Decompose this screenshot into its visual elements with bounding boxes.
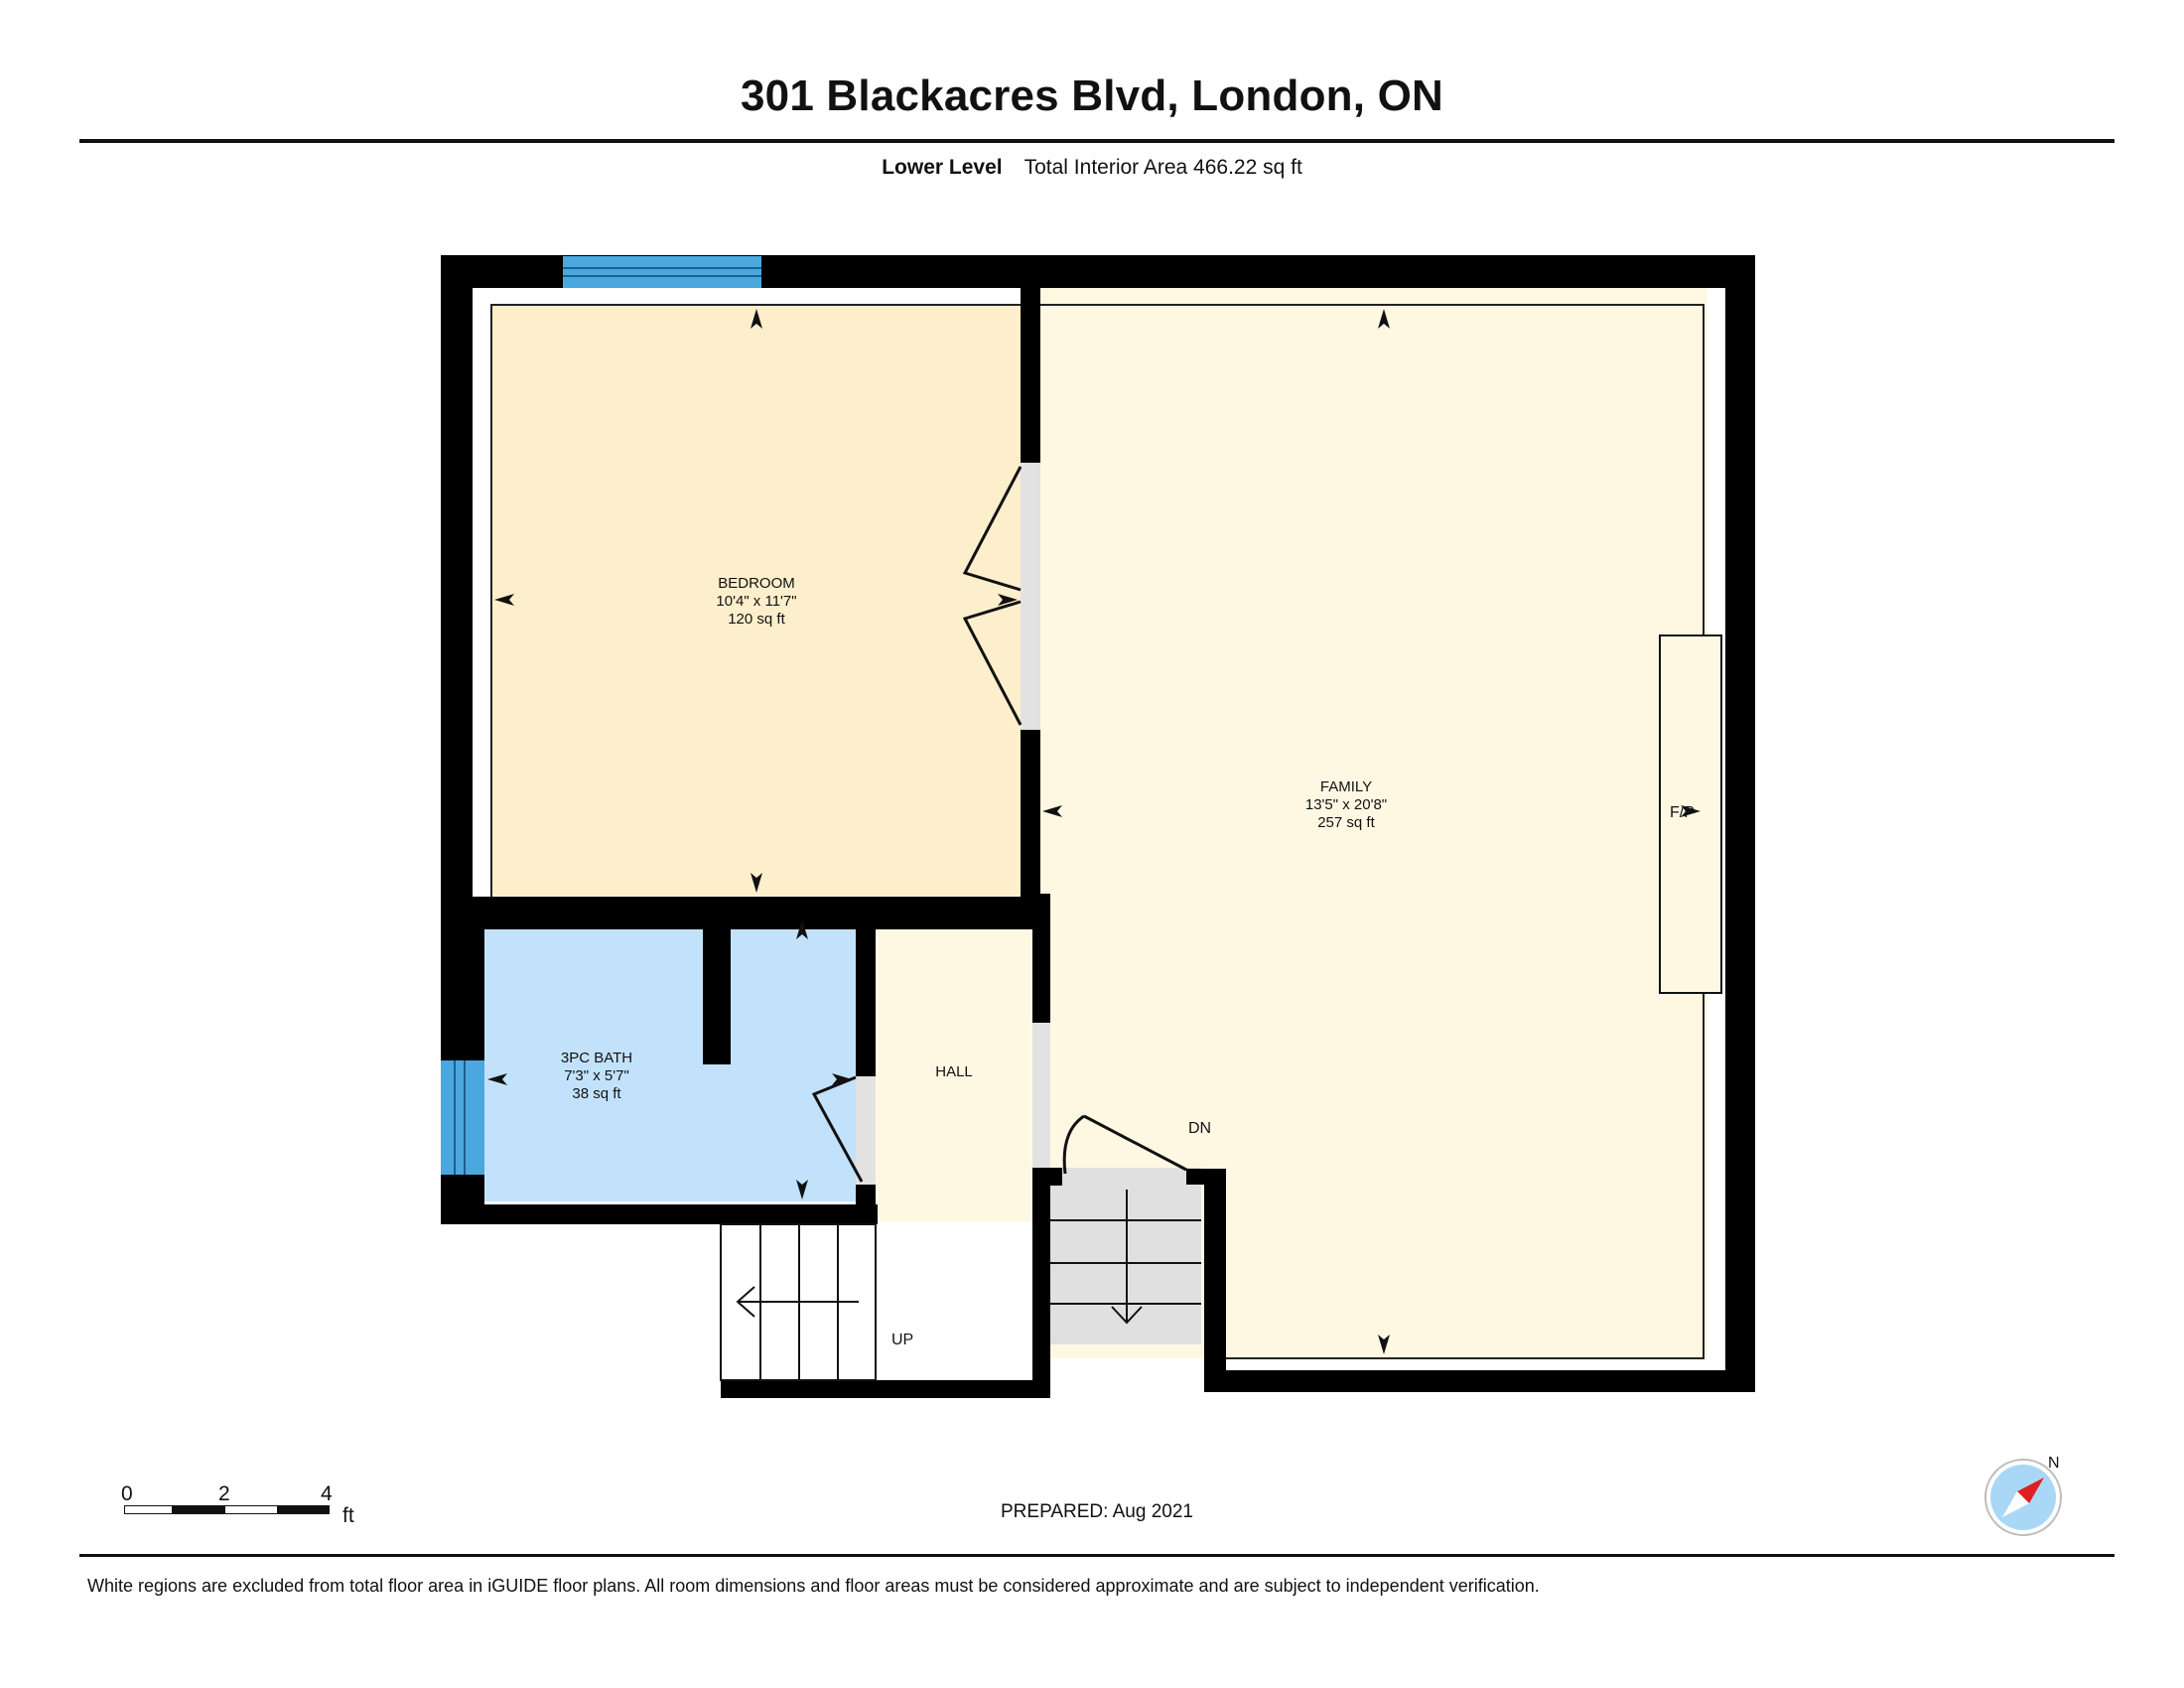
stairs-door: [1062, 1114, 1187, 1175]
stairs-up-label: UP: [891, 1332, 913, 1348]
compass-north-label: N: [2048, 1455, 2060, 1472]
bath-dimensions: 7'3" x 5'7": [564, 1067, 629, 1084]
family-outline: [1032, 304, 1705, 1359]
compass-icon: N: [1984, 1455, 2062, 1536]
bedroom-area: 120 sq ft: [728, 611, 785, 628]
total-area: Total Interior Area 466.22 sq ft: [1024, 156, 1302, 179]
bath-door-opening: [856, 1076, 876, 1185]
scale-tick-0: 0: [121, 1482, 133, 1505]
bath-door: [811, 1075, 864, 1183]
scale-unit: ft: [342, 1504, 354, 1527]
dimension-arrows: [487, 309, 1701, 1354]
window-top: [563, 256, 761, 288]
disclaimer: White regions are excluded from total fl…: [87, 1576, 1540, 1596]
hall-opening: [1032, 1023, 1050, 1168]
stairs-down-label: DN: [1188, 1120, 1211, 1137]
window-bath: [441, 1060, 484, 1175]
hall-name: HALL: [935, 1063, 973, 1080]
bedroom-bifold-door: [962, 466, 1023, 726]
family-label: FAMILY 13'5" x 20'8" 257 sq ft: [1305, 778, 1387, 831]
fireplace-label: F/P: [1670, 804, 1695, 821]
family-name: FAMILY: [1320, 778, 1372, 795]
header-rule: [79, 139, 2115, 143]
scale-tick-4: 4: [321, 1482, 333, 1505]
bedroom-floor: [491, 305, 1021, 896]
scale-segment-4: [277, 1505, 330, 1514]
stairs-down: [1050, 1190, 1201, 1325]
page-title: 301 Blackacres Blvd, London, ON: [741, 71, 1443, 120]
level-subtitle: Lower Level Total Interior Area 466.22 sq…: [0, 156, 2184, 180]
bedroom-door-opening: [1021, 463, 1040, 730]
bedroom-name: BEDROOM: [718, 575, 795, 592]
bedroom-outline: [490, 304, 1021, 897]
prepared-date: PREPARED: Aug 2021: [1001, 1501, 1193, 1522]
footer-rule: [79, 1554, 2115, 1557]
hall-floor: [876, 915, 1032, 1221]
level-name: Lower Level: [882, 156, 1003, 179]
family-area: 257 sq ft: [1317, 814, 1375, 831]
bath-name: 3PC BATH: [561, 1050, 632, 1066]
stairs-up: [720, 1223, 877, 1381]
bath-area: 38 sq ft: [572, 1085, 621, 1102]
scale-tick-2: 2: [218, 1482, 230, 1505]
bedroom-dimensions: 10'4" x 11'7": [716, 593, 796, 610]
bedroom-label: BEDROOM 10'4" x 11'7" 120 sq ft: [716, 575, 796, 628]
bath-label: 3PC BATH 7'3" x 5'7" 38 sq ft: [561, 1050, 632, 1102]
bath-floor: [484, 915, 856, 1201]
scale-bar: 0 2 4 ft: [119, 1482, 377, 1542]
family-dimensions: 13'5" x 20'8": [1305, 796, 1387, 813]
